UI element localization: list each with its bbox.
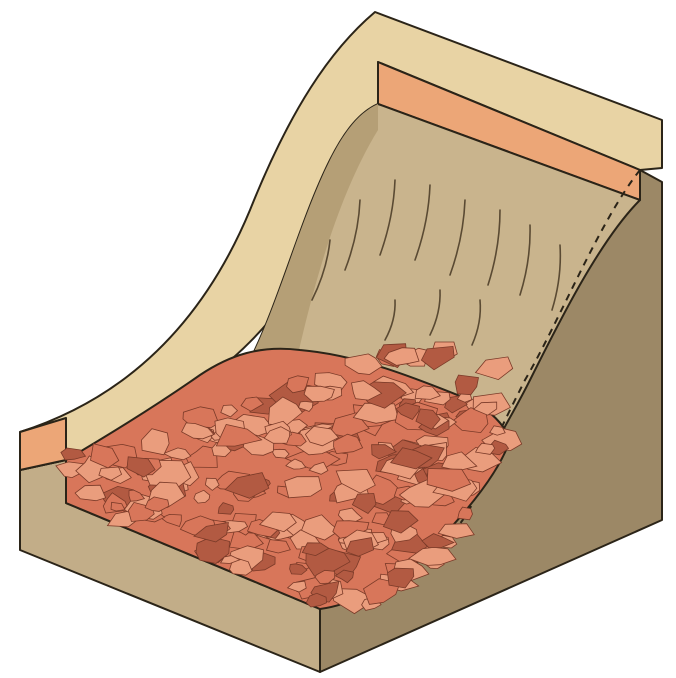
topsoil-layer-front [20, 418, 66, 470]
